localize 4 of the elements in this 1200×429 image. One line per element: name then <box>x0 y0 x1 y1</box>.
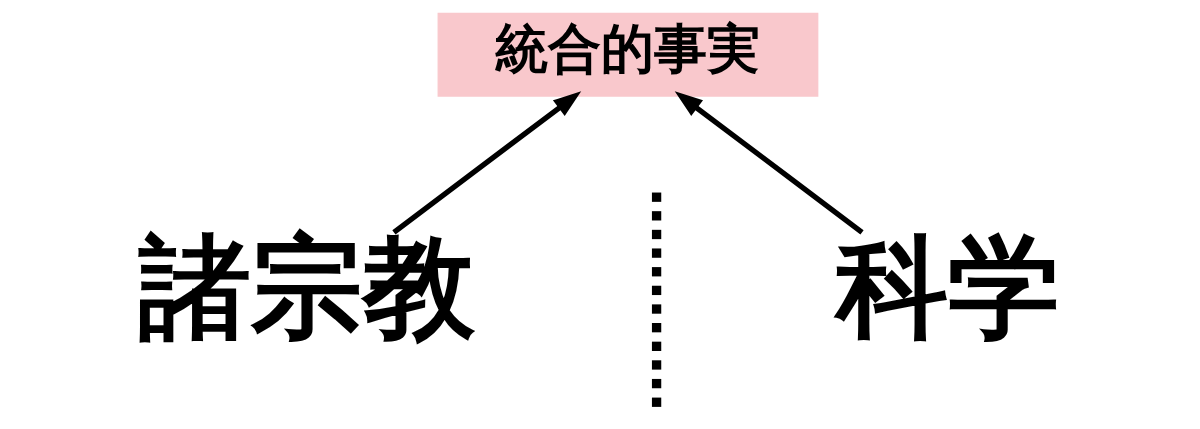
arrow <box>392 91 582 235</box>
node-box: 統合的事実 <box>437 12 819 97</box>
arrow <box>674 91 864 235</box>
node-text: 諸宗教 <box>138 221 475 352</box>
